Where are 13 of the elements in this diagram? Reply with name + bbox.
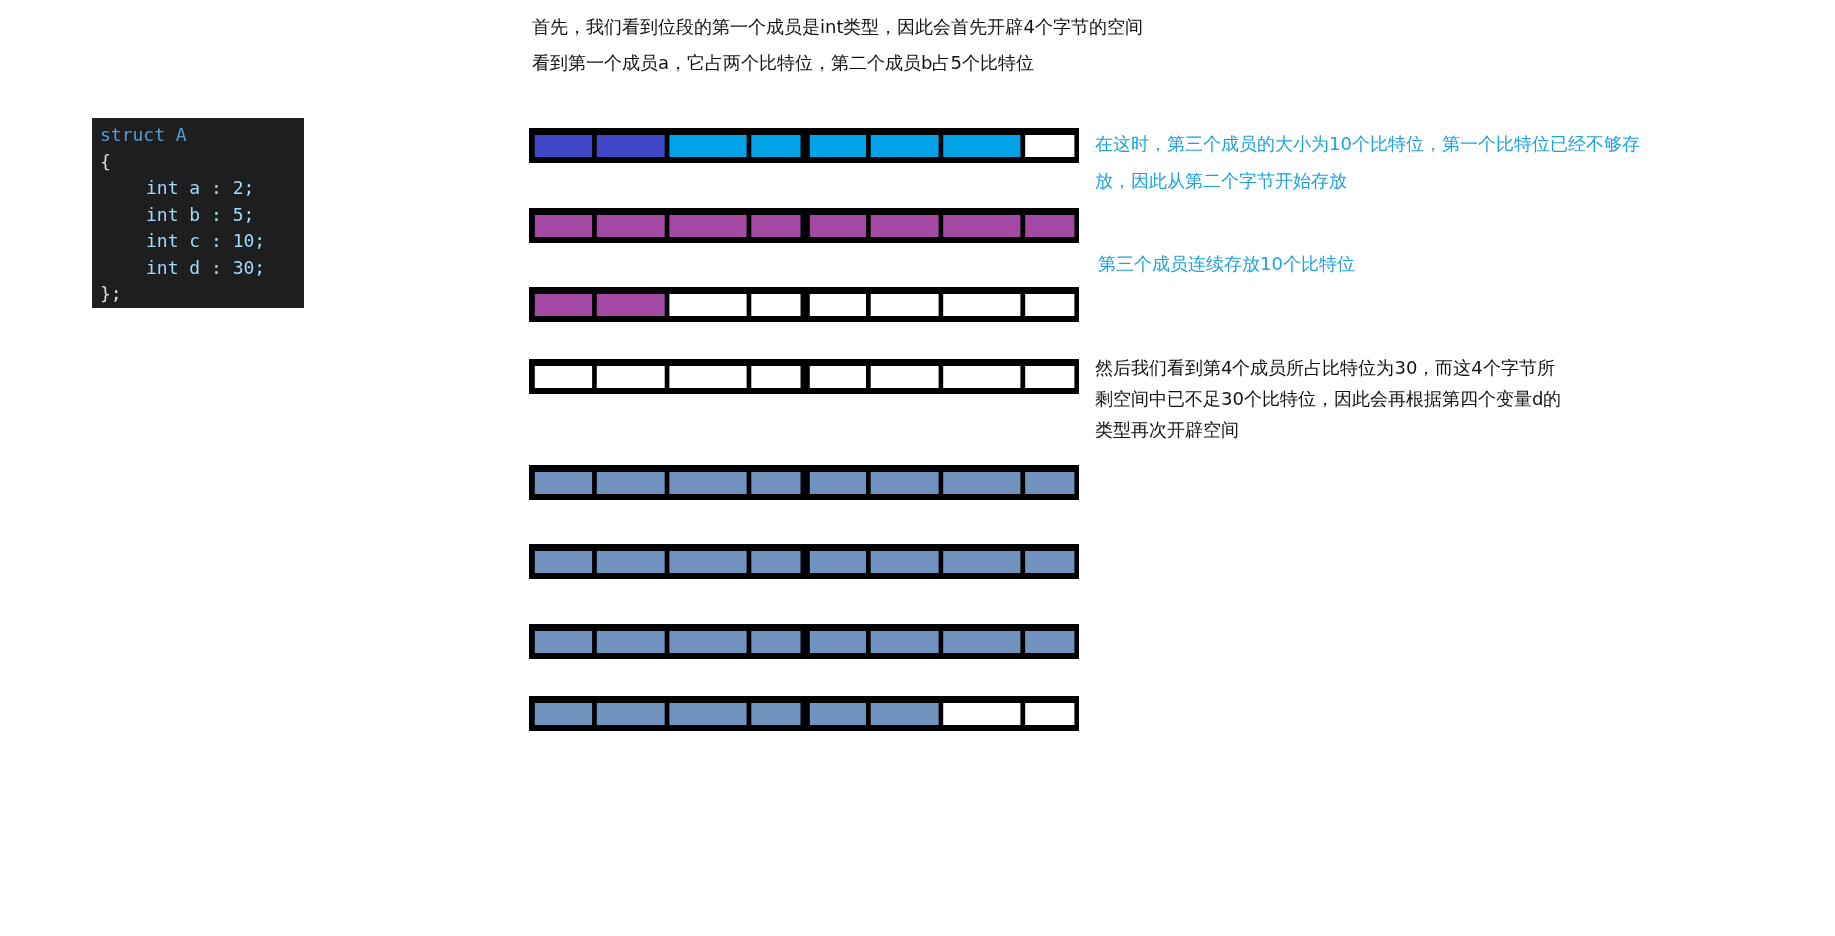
- note-text: 看到第一个成员a，它占两个比特位，第二个成员b占5个比特位: [532, 51, 1034, 75]
- note-text: 然后我们看到第4个成员所占比特位为30，而这4个字节所剩空间中已不足30个比特位，因此会再根据第四个变量d的类型再次开辟空间: [1095, 356, 1563, 442]
- code-line: };: [100, 282, 122, 306]
- code-line: struct A: [100, 123, 187, 147]
- code-line: int c : 10;: [145, 229, 266, 253]
- code-snippet-panel: [92, 118, 304, 308]
- note-text: 在这时，第三个成员的大小为10个比特位，第一个比特位已经不够存放，因此从第二个字节开始存放: [1095, 132, 1641, 193]
- code-line: {: [100, 149, 111, 174]
- note-text: 首先，我们看到位段的第一个成员是int类型，因此会首先开辟4个字节的空间: [532, 15, 1143, 39]
- code-line: int d : 30;: [145, 255, 266, 280]
- note-text: 第三个成员连续存放10个比特位: [1098, 252, 1355, 276]
- code-line: int a : 2;: [145, 176, 255, 200]
- code-line: int b : 5;: [145, 202, 255, 227]
